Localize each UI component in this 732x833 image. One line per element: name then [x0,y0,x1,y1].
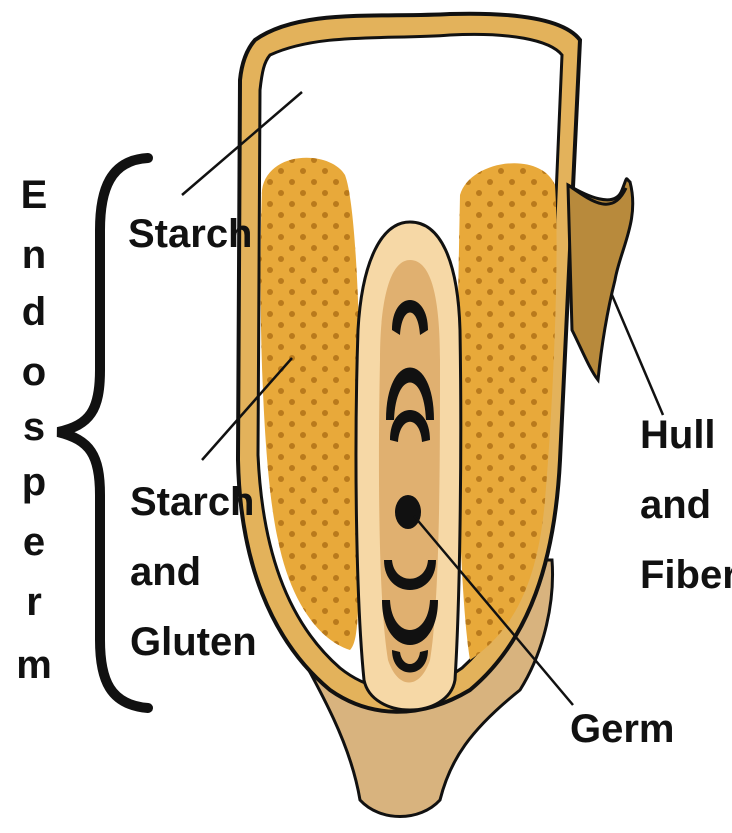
endosperm-letter-o: o [22,350,46,394]
label-starch: Starch [128,212,253,256]
endosperm-letter-s: s [23,405,45,449]
endosperm-letter-n: n [22,233,46,277]
leader-hull [612,295,663,415]
endosperm-letter-p: p [22,460,46,504]
germ-center-dot [395,495,421,529]
endosperm-label: E n d o s p e r m [16,173,52,687]
label-germ: Germ [570,707,675,751]
endosperm-letter-e2: e [23,520,45,564]
label-hull-2: and [640,483,711,527]
endosperm-letter-e: E [21,173,48,217]
label-starch-gluten-3: Gluten [130,620,257,664]
hull-flap [568,179,633,380]
endosperm-letter-m: m [16,643,52,687]
label-hull-3: Fiber [640,553,732,597]
label-starch-gluten-2: and [130,550,201,594]
label-hull-1: Hull [640,413,716,457]
label-starch-gluten-1: Starch [130,480,255,524]
endosperm-letter-d: d [22,290,46,334]
endosperm-letter-r: r [26,580,42,624]
